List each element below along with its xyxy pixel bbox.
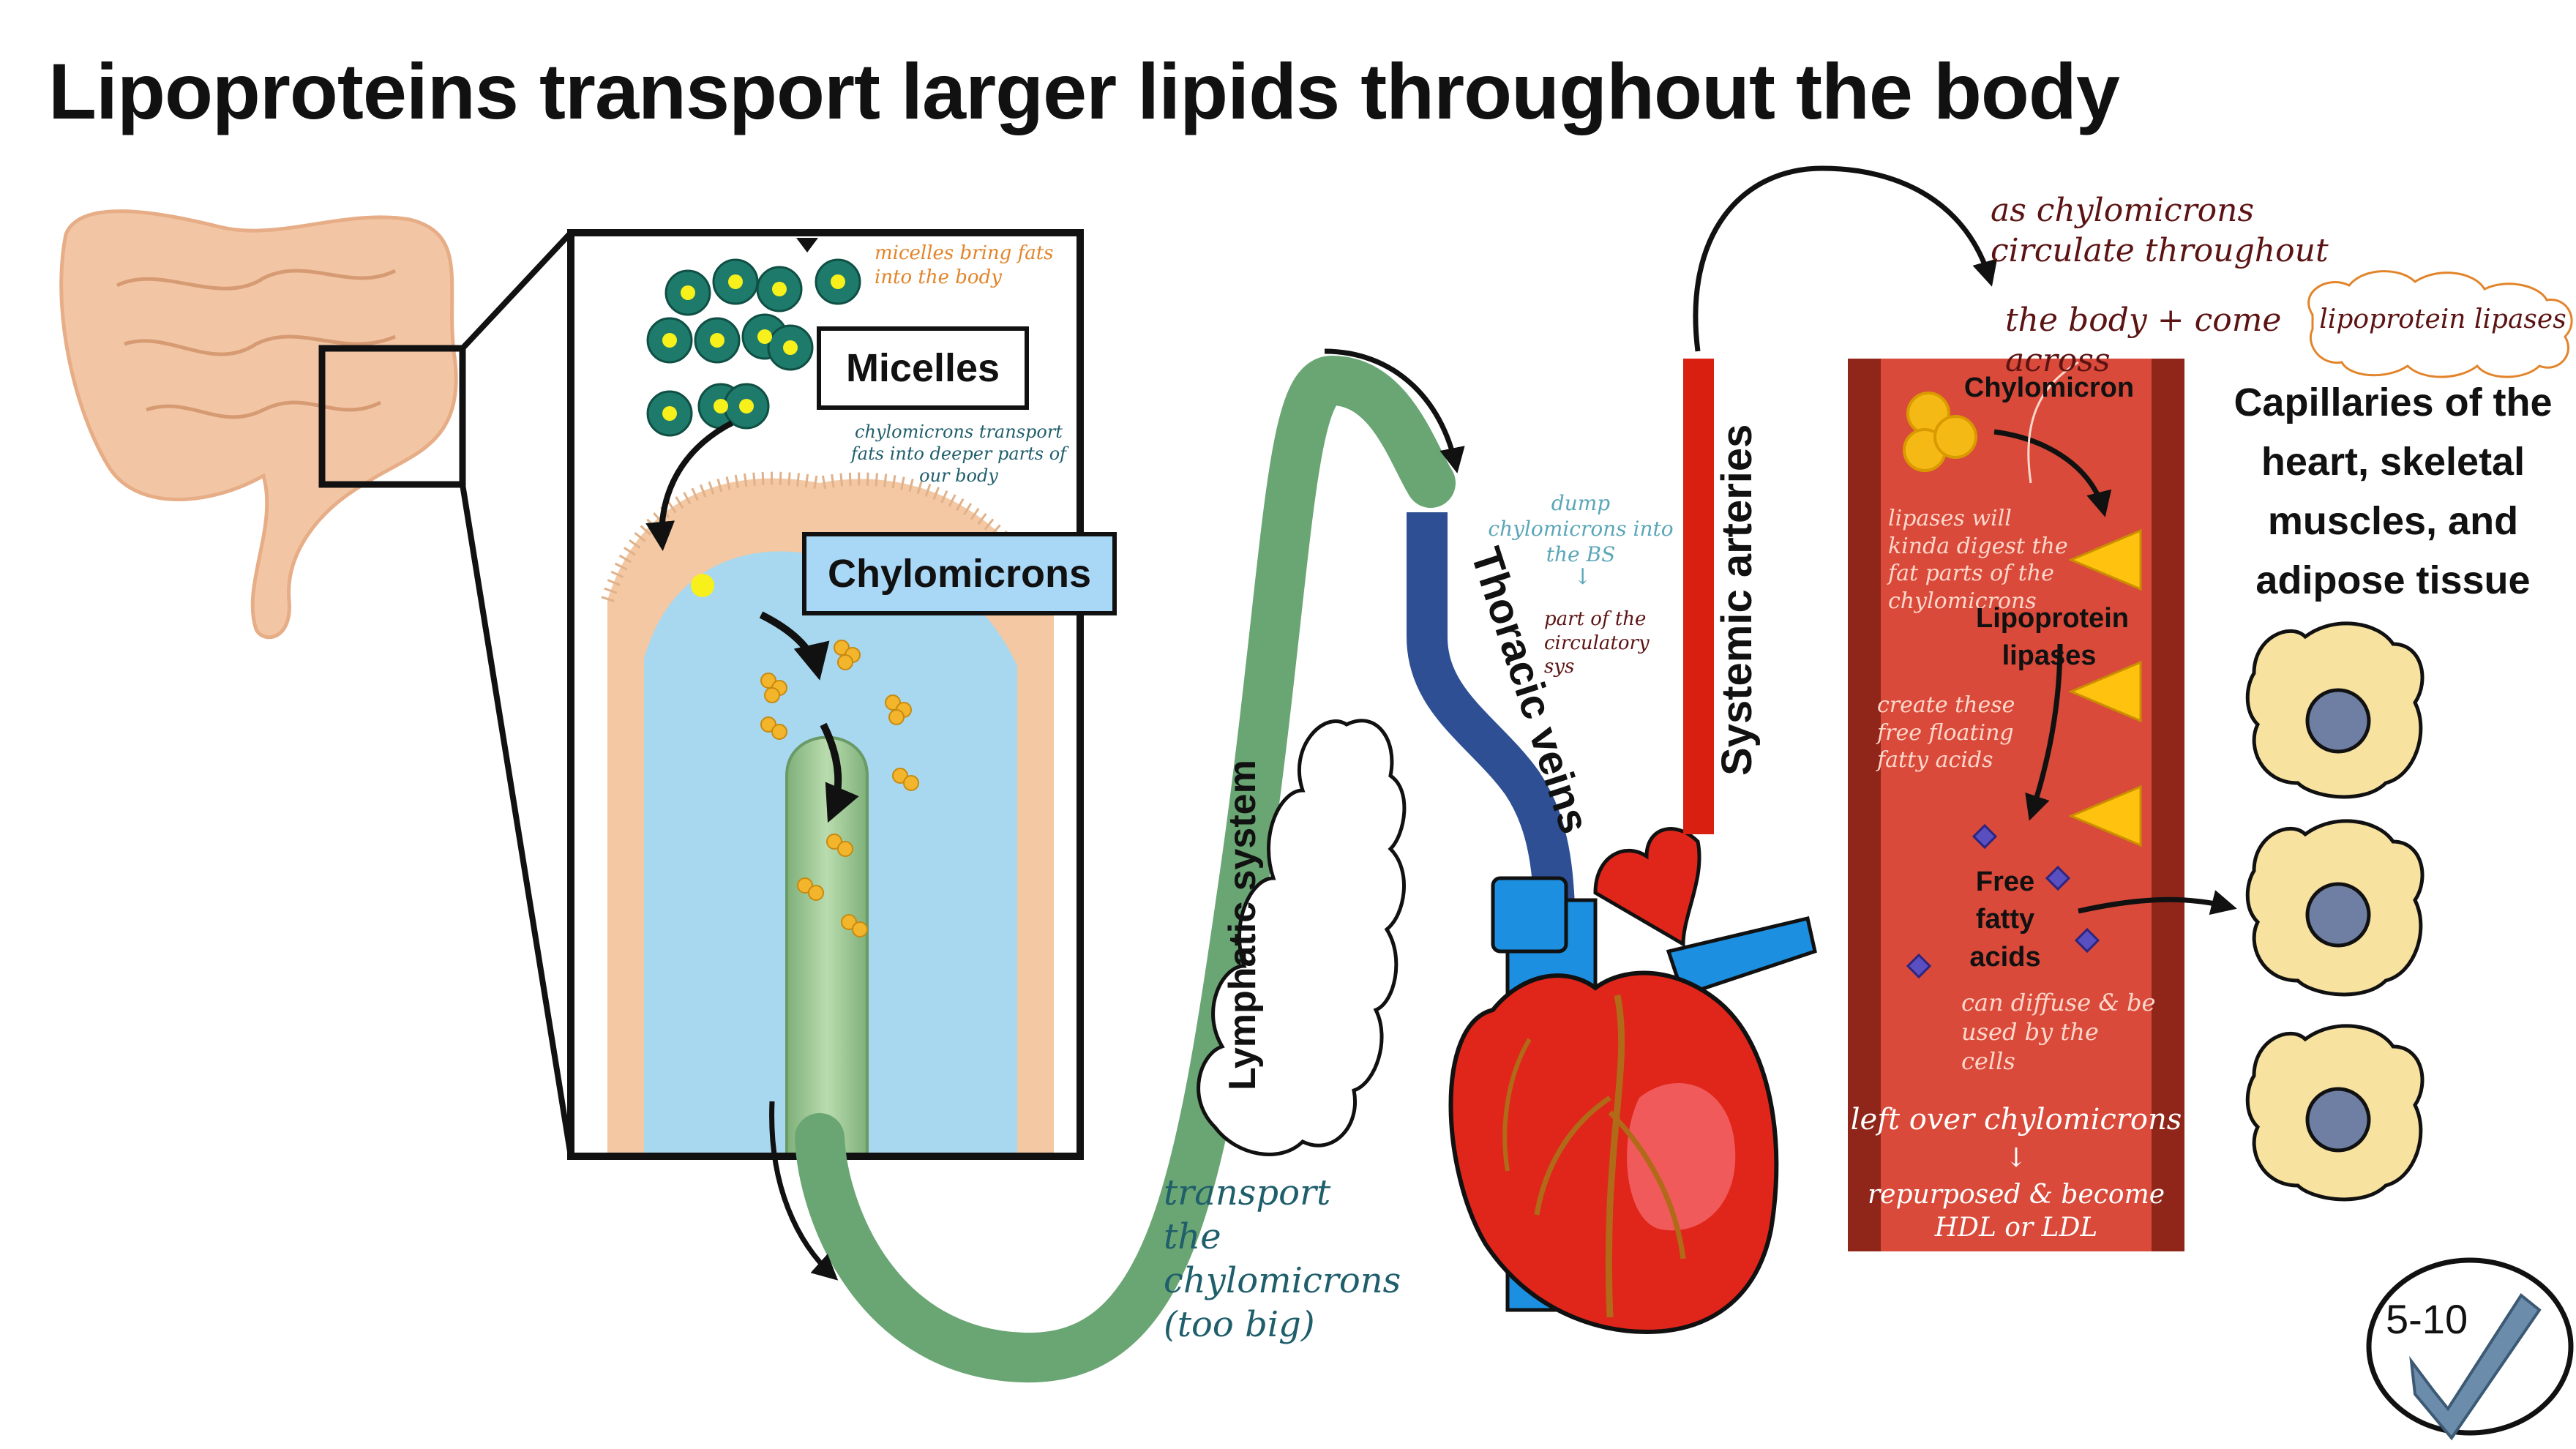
arrow-lymph-to-vein [1324, 348, 1465, 473]
zoom-box [318, 345, 466, 488]
page-title: Lipoproteins transport larger lipids thr… [48, 47, 2120, 135]
tissue-cells [2245, 621, 2425, 1202]
chylomicron-label: Chylomicron [1963, 372, 2135, 403]
zoom-line-bottom [460, 484, 574, 1157]
note-dump-chylo-1: dump chylomicrons into the BS [1488, 491, 1674, 566]
intestine-illustration [59, 209, 458, 640]
micelles-label: Micelles [817, 326, 1029, 410]
note-circulate-1: as chylomicrons circulate throughout [1991, 192, 2329, 269]
note-leftover-1: left over chylomicrons [1850, 1103, 2182, 1137]
note-micelles-bring: micelles bring fats into the body [875, 242, 1054, 288]
lipoprotein-lipases-label: Lipoprotein lipases [1976, 603, 2129, 672]
zoom-line-top [460, 231, 573, 351]
chylomicron-cluster [1903, 392, 1977, 472]
systemic-arteries-label: Systemic arteries [1713, 424, 1761, 776]
note-dump-chylo-2: part of the circulatory sys [1544, 608, 1650, 678]
arrow-to-lymph [769, 1101, 839, 1281]
arrow-ffa-to-cells [2078, 890, 2237, 916]
villus-panel [571, 233, 1080, 1158]
heart-illustration [1448, 827, 1817, 1335]
lymph-label-cloud [1197, 719, 1407, 1156]
lipase-note-cloud [2307, 270, 2573, 378]
chylomicrons-label: Chylomicrons [802, 532, 1117, 615]
note-transport-chylo: transport the chylomicrons (too big) [1164, 1172, 1401, 1345]
arrow-artery-to-capillary [1693, 165, 1998, 352]
note-leftover-arrow: ↓ [2004, 1143, 2028, 1173]
note-dump-arrow: ↓ [1573, 564, 1592, 590]
arrow-chylo-to-lipase [1993, 429, 2112, 517]
note-chylo-transport: chylomicrons transport fats into deeper … [850, 422, 1067, 486]
note-leftover-2: repurposed & become HDL or LDL [1867, 1180, 2165, 1243]
checkmark-badge [2366, 1257, 2574, 1441]
note-circulate-2: the body + come across [2005, 302, 2282, 379]
note-create-ffa: create these free floating fatty acids [1877, 692, 2015, 773]
systemic-artery [1683, 359, 1714, 834]
note-lipoprotein-lipases: lipoprotein lipases [2319, 304, 2566, 334]
lipoprotein-lipase-triangles [2068, 528, 2142, 847]
arrow-lipase-to-ffa [2025, 643, 2063, 821]
free-fatty-acids-label: Free fatty acids [1969, 866, 2041, 973]
capillaries-label: Capillaries of the heart, skeletal muscl… [2234, 381, 2553, 602]
lymphatic-system-label: Lymphatic system [1221, 760, 1264, 1090]
note-lipases-digest: lipases will kinda digest the fat parts … [1888, 506, 2068, 614]
note-diffuse: can diffuse & be used by the cells [1961, 989, 2156, 1075]
free-fatty-acid-diamonds [1906, 823, 2100, 979]
badge-label: 5-10 [2386, 1296, 2468, 1342]
check-icon [2409, 1293, 2542, 1441]
lipase-note-connector [2027, 361, 2079, 484]
